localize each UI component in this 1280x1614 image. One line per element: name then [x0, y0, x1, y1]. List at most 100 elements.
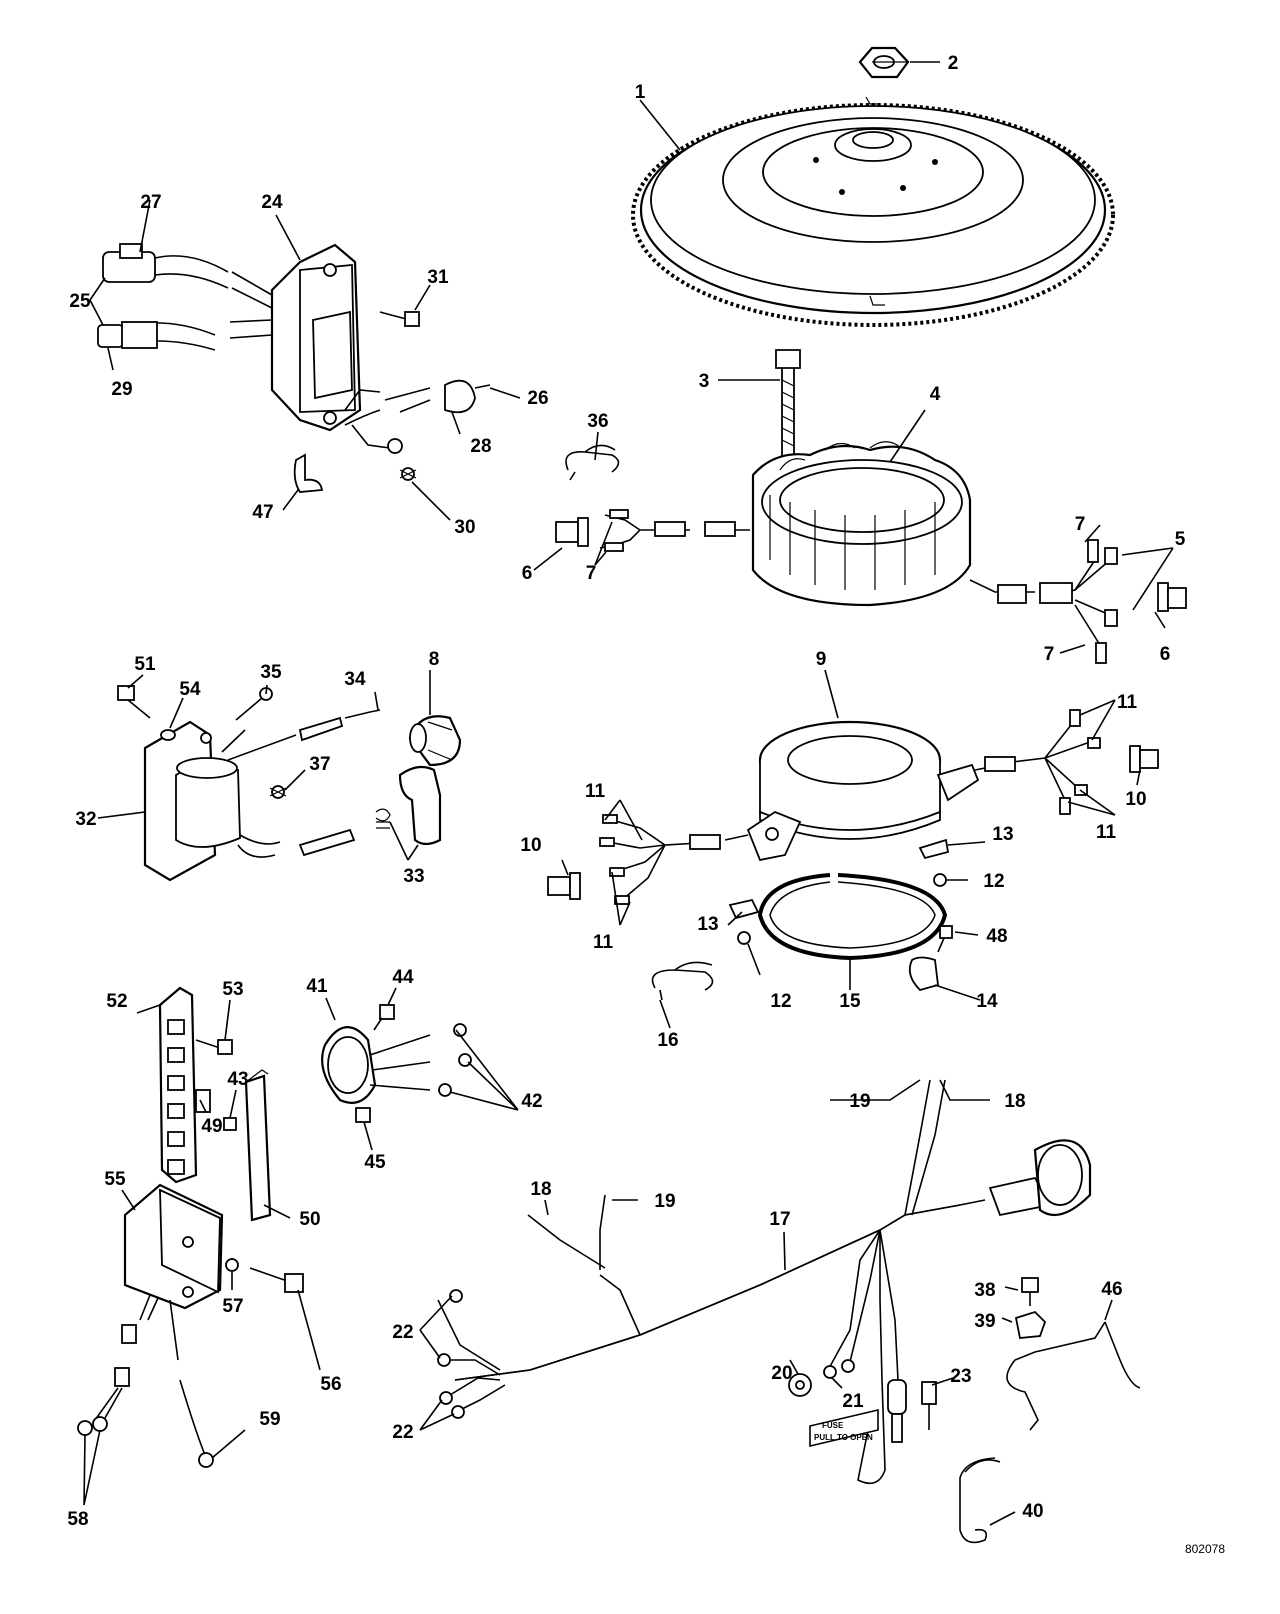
callout-11-top-right: 11 — [1117, 692, 1138, 713]
screw-44 — [373, 1004, 395, 1031]
bolt-56 — [249, 1267, 304, 1293]
spark-plug-connector-8 — [408, 715, 462, 767]
callout-42: 42 — [521, 1091, 542, 1112]
callout-11-top-left: 11 — [585, 781, 606, 802]
callout-47: 47 — [252, 502, 273, 523]
timer-base — [746, 720, 980, 862]
callout-35: 35 — [260, 662, 282, 683]
screw-53 — [195, 1039, 233, 1055]
callout-24: 24 — [261, 192, 283, 213]
flywheel — [631, 96, 1115, 327]
callout-33: 33 — [403, 866, 424, 887]
callout-13-right: 13 — [992, 824, 1013, 845]
bolt-51 — [117, 685, 151, 719]
callout-3: 3 — [699, 371, 710, 392]
washer-57 — [225, 1258, 239, 1272]
cover-50 — [244, 1069, 272, 1222]
callout-53: 53 — [222, 979, 243, 1000]
callout-labels: 1 2 3 4 5 6 6 7 7 7 8 9 10 10 11 11 11 1… — [67, 53, 1225, 1556]
wiring-harness: FUSE PULL TO OPEN — [437, 1079, 1092, 1485]
callout-6-right: 6 — [1160, 644, 1171, 665]
washer-54 — [160, 729, 176, 741]
callout-56: 56 — [320, 1374, 341, 1395]
callout-1: 1 — [635, 82, 646, 103]
callout-10-left: 10 — [520, 835, 541, 856]
callout-46: 46 — [1101, 1279, 1122, 1300]
ignition-coil — [143, 720, 297, 882]
callout-22-bottom: 22 — [392, 1422, 413, 1443]
callout-8: 8 — [429, 649, 440, 670]
callout-12-right: 12 — [983, 871, 1004, 892]
callout-44: 44 — [392, 967, 414, 988]
flywheel-nut — [858, 46, 910, 79]
coil-leads — [235, 687, 381, 857]
callout-5: 5 — [1175, 529, 1186, 550]
part-number: 802078 — [1185, 1542, 1225, 1556]
callout-7-left: 7 — [586, 563, 597, 584]
callout-18-left: 18 — [530, 1179, 551, 1200]
callout-51: 51 — [134, 654, 156, 675]
callout-38: 38 — [974, 1280, 995, 1301]
callout-49: 49 — [201, 1116, 222, 1137]
callout-29: 29 — [111, 379, 132, 400]
callout-37: 37 — [309, 754, 330, 775]
stator-leads — [599, 509, 1118, 664]
callout-2: 2 — [948, 53, 959, 74]
callout-30: 30 — [454, 517, 475, 538]
callout-9: 9 — [816, 649, 827, 670]
screw-43 — [223, 1117, 237, 1131]
solenoid — [321, 1023, 472, 1104]
washer-30 — [399, 467, 417, 481]
fuse-tag-line-2: PULL TO OPEN — [814, 1433, 873, 1442]
rectifier — [123, 1183, 224, 1310]
screw-45 — [355, 1107, 371, 1123]
clip-16 — [651, 961, 714, 1001]
terminal-block — [158, 986, 198, 1184]
connector-boot-6-right — [1157, 582, 1187, 612]
callout-4: 4 — [930, 384, 941, 405]
callout-7-top: 7 — [1075, 514, 1086, 535]
callout-58: 58 — [67, 1509, 88, 1530]
callout-23: 23 — [950, 1366, 971, 1387]
callout-7-bottom: 7 — [1044, 644, 1055, 665]
callout-41: 41 — [306, 976, 328, 997]
callout-14: 14 — [976, 991, 998, 1012]
callout-16: 16 — [657, 1030, 678, 1051]
stator-screw — [775, 349, 801, 466]
screw-31 — [379, 311, 420, 327]
screw-38 — [1021, 1277, 1039, 1306]
clamp-14 — [908, 956, 939, 992]
callout-17: 17 — [769, 1209, 790, 1230]
callout-19-left: 19 — [654, 1191, 675, 1212]
callout-54: 54 — [179, 679, 201, 700]
washer-37 — [269, 785, 287, 799]
callout-40: 40 — [1022, 1501, 1043, 1522]
rectifier-leads — [77, 1294, 214, 1468]
callout-12-bottom: 12 — [770, 991, 791, 1012]
spark-plug-boot-33 — [375, 765, 442, 846]
callout-27: 27 — [140, 192, 161, 213]
callout-13-left: 13 — [697, 914, 718, 935]
callout-28: 28 — [470, 436, 491, 457]
callout-6-left: 6 — [522, 563, 533, 584]
screw-48 — [937, 925, 953, 953]
callout-52: 52 — [106, 991, 127, 1012]
connector-boot-6-left — [555, 517, 589, 547]
bracket-46 — [1006, 1321, 1141, 1431]
clip-40 — [959, 1457, 1001, 1544]
callout-34: 34 — [344, 669, 366, 690]
clip-36 — [565, 444, 620, 481]
connector-boot-10-left — [547, 872, 581, 900]
power-pack-leads — [97, 243, 491, 454]
leader-lines — [83, 61, 1174, 1526]
callout-36: 36 — [587, 411, 608, 432]
callout-21: 21 — [842, 1391, 864, 1412]
callout-22-top: 22 — [392, 1322, 413, 1343]
callout-39: 39 — [974, 1311, 995, 1332]
retaining-ring-15 — [757, 873, 948, 961]
callout-10-right: 10 — [1125, 789, 1146, 810]
callout-19-top: 19 — [849, 1091, 870, 1112]
clamp-39 — [1014, 1310, 1047, 1339]
